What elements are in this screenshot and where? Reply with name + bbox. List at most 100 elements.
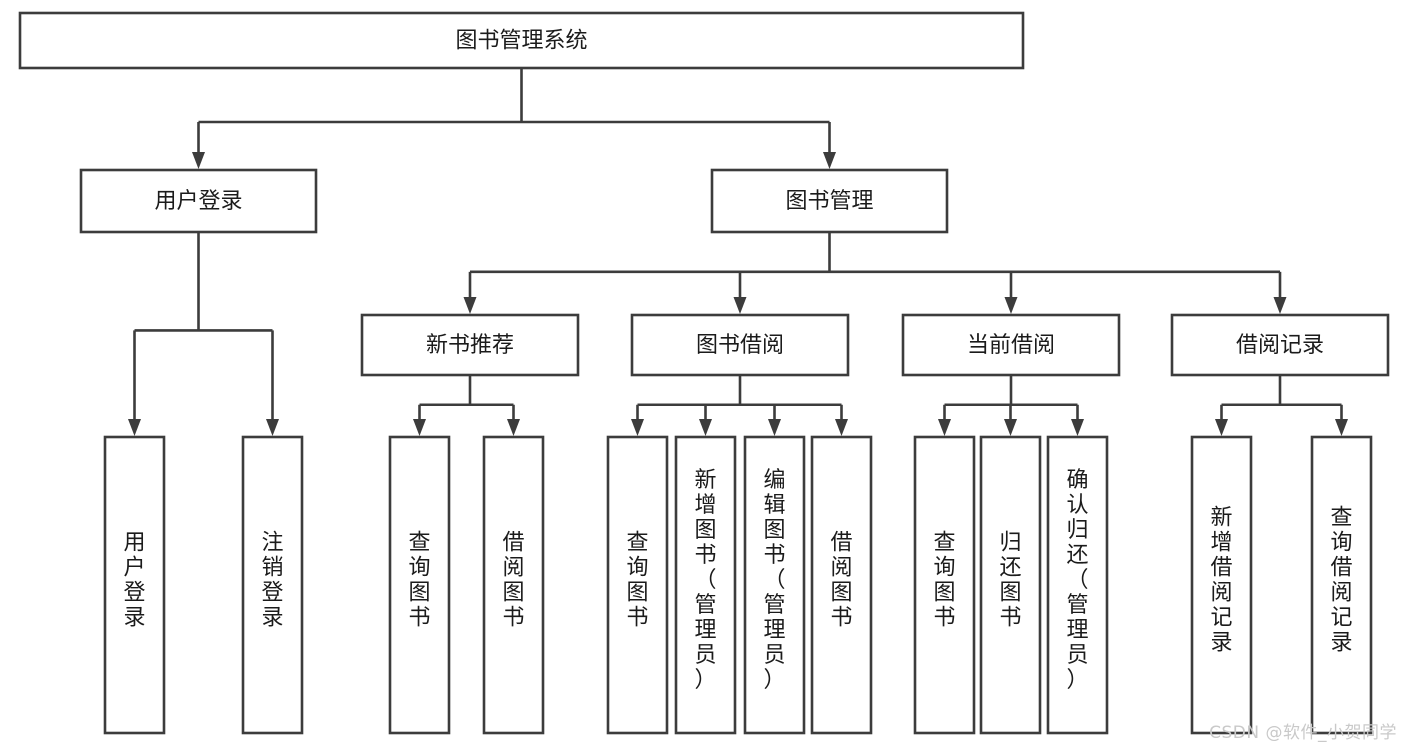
node-label-char: 询 xyxy=(933,556,955,581)
node-box-leaf-query-book-3 xyxy=(913,435,976,735)
arrow-head-icon xyxy=(938,419,951,436)
node-label-char: 书 xyxy=(408,606,430,631)
node-new-book-recommend[interactable]: 新书推荐 xyxy=(360,313,580,377)
node-box-current-borrow xyxy=(901,313,1121,377)
node-box-leaf-query-borrow-record xyxy=(1310,435,1373,735)
node-label-char: 增 xyxy=(694,493,716,518)
arrow-head-icon xyxy=(413,419,426,436)
node-leaf-user-login[interactable]: 用户登录 xyxy=(103,435,166,735)
node-label-char: 询 xyxy=(1330,531,1352,556)
node-label-char: 书 xyxy=(694,543,716,568)
node-borrow-records[interactable]: 借阅记录 xyxy=(1170,313,1390,377)
arrow-head-icon xyxy=(192,152,205,169)
node-label-char: 管 xyxy=(694,593,716,618)
node-label-char: 图 xyxy=(830,581,852,606)
arrow-head-icon xyxy=(266,419,279,436)
node-label-char: 理 xyxy=(694,618,716,643)
node-layer: 图书管理系统用户登录图书管理新书推荐图书借阅当前借阅借阅记录用户登录注销登录查询… xyxy=(18,11,1390,735)
node-root[interactable]: 图书管理系统 xyxy=(18,11,1025,70)
node-label-char: 理 xyxy=(1066,618,1088,643)
node-box-leaf-confirm-return xyxy=(1046,435,1109,735)
node-label-char: 编 xyxy=(763,468,785,493)
node-label-char: 查 xyxy=(1330,506,1352,531)
node-label-char: 书 xyxy=(933,606,955,631)
arrow-head-icon xyxy=(1004,419,1017,436)
arrow-head-icon xyxy=(128,419,141,436)
node-book-borrow[interactable]: 图书借阅 xyxy=(630,313,850,377)
node-label-user-login: 用户登录 xyxy=(154,189,242,214)
node-label-char: 书 xyxy=(999,606,1021,631)
node-label-char: 理 xyxy=(763,618,785,643)
node-box-new-book-recommend xyxy=(360,313,580,377)
node-label-char: 借 xyxy=(502,531,524,556)
node-box-leaf-query-book-2 xyxy=(606,435,669,735)
node-label-borrow-records: 借阅记录 xyxy=(1236,333,1324,358)
arrow-head-icon xyxy=(768,419,781,436)
node-box-book-management xyxy=(710,168,949,234)
node-box-leaf-query-book-1 xyxy=(388,435,451,735)
node-user-login[interactable]: 用户登录 xyxy=(79,168,318,234)
arrow-head-icon xyxy=(507,419,520,436)
node-label-char: 注 xyxy=(261,531,283,556)
arrow-head-icon xyxy=(1071,419,1084,436)
node-label-char: 还 xyxy=(1066,543,1088,568)
node-label-char: 新 xyxy=(1210,506,1232,531)
node-label-char: 书 xyxy=(502,606,524,631)
node-label-book-borrow: 图书借阅 xyxy=(696,333,784,358)
node-label-char: 增 xyxy=(1210,531,1232,556)
node-label-char: 管 xyxy=(1066,593,1088,618)
node-label-char: （ xyxy=(763,568,785,593)
connector-group-user-login xyxy=(128,232,279,436)
node-label-char: 阅 xyxy=(1330,581,1352,606)
node-box-leaf-borrow-book-1 xyxy=(482,435,545,735)
node-label-char: 查 xyxy=(933,531,955,556)
node-label-char: 员 xyxy=(1066,643,1088,668)
node-label-char: 员 xyxy=(694,643,716,668)
node-book-management[interactable]: 图书管理 xyxy=(710,168,949,234)
node-label-char: 查 xyxy=(408,531,430,556)
node-label-char: 录 xyxy=(123,606,145,631)
connector-group-book-management xyxy=(463,232,1287,314)
node-label-char: 录 xyxy=(1210,631,1232,656)
arrow-head-icon xyxy=(463,297,477,314)
node-label-char: 记 xyxy=(1210,606,1232,631)
node-label-char: 图 xyxy=(763,518,785,543)
node-label-char: ） xyxy=(1066,668,1088,693)
node-label-char: 借 xyxy=(1210,556,1232,581)
node-label-char: 归 xyxy=(999,531,1021,556)
node-box-borrow-records xyxy=(1170,313,1390,377)
node-label-char: （ xyxy=(1066,568,1088,593)
connector-group-new-book-recommend xyxy=(413,375,520,436)
node-label-char: 登 xyxy=(261,581,283,606)
node-box-leaf-add-book xyxy=(674,435,737,735)
node-label-char: （ xyxy=(694,568,716,593)
node-label-char: 录 xyxy=(261,606,283,631)
node-label-char: 户 xyxy=(123,556,145,581)
node-label-char: 询 xyxy=(408,556,430,581)
node-current-borrow[interactable]: 当前借阅 xyxy=(901,313,1121,377)
node-box-leaf-return-book xyxy=(979,435,1042,735)
node-label-char: 图 xyxy=(999,581,1021,606)
node-label-char: 借 xyxy=(830,531,852,556)
node-label-char: 书 xyxy=(763,543,785,568)
node-label-char: 管 xyxy=(763,593,785,618)
node-label-char: 阅 xyxy=(502,556,524,581)
arrow-head-icon xyxy=(1215,419,1228,436)
arrow-head-icon xyxy=(631,419,644,436)
node-box-root xyxy=(18,11,1025,70)
node-label-root: 图书管理系统 xyxy=(455,29,587,54)
